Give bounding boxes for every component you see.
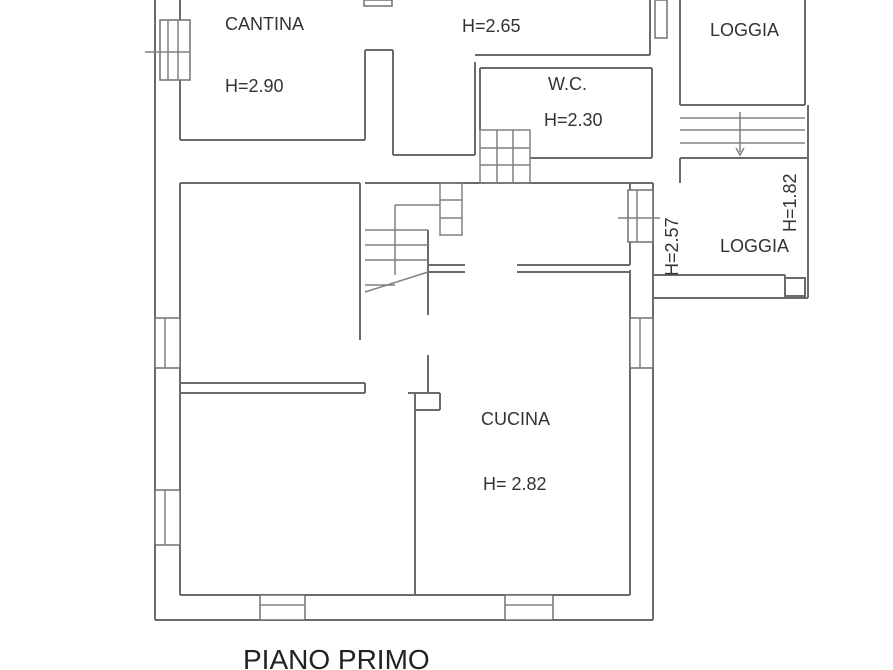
wc-name: W.C.: [548, 74, 587, 94]
upper-walls: [180, 0, 809, 299]
interior-walls: [179, 182, 631, 595]
room-labels: CANTINA H=2.90 H=2.65 W.C. H=2.30 LOGGIA…: [225, 14, 800, 494]
stairs: [364, 129, 531, 293]
loggia-top-name: LOGGIA: [710, 20, 779, 40]
top-center-height: H=2.65: [462, 16, 521, 36]
cantina-height: H=2.90: [225, 76, 284, 96]
cantina-name: CANTINA: [225, 14, 304, 34]
loggia-right-height-right: H=1.82: [780, 173, 800, 232]
plan-title: PIANO PRIMO: [243, 644, 430, 670]
windows: [145, 0, 668, 621]
cucina-name: CUCINA: [481, 409, 550, 429]
loggia-right-height-left: H=2.57: [662, 217, 682, 276]
loggia-steps: [680, 112, 805, 157]
wc-height: H=2.30: [544, 110, 603, 130]
cucina-height: H= 2.82: [483, 474, 547, 494]
loggia-right-name: LOGGIA: [720, 236, 789, 256]
